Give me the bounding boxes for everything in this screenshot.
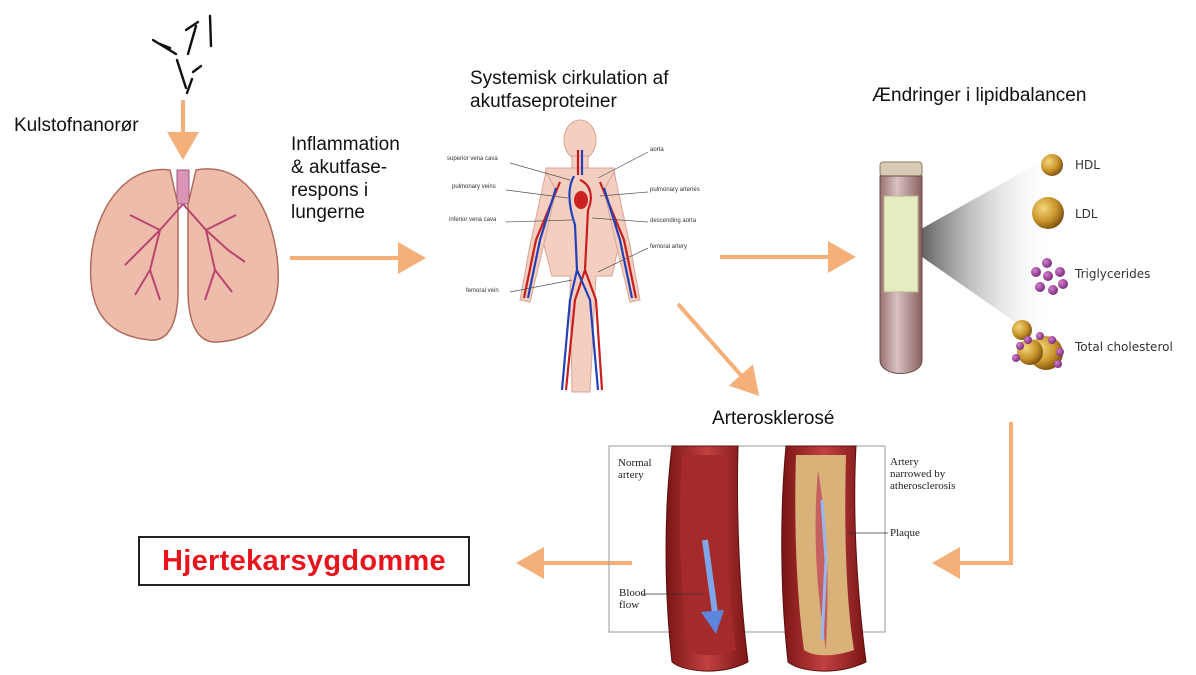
annotation-pulmonary-veins: pulmonary veins bbox=[452, 184, 496, 190]
annotation-femoral-vein: femoral vein bbox=[466, 288, 499, 294]
legend-hdl: HDL bbox=[1075, 158, 1100, 172]
blood-flow-label: Blood flow bbox=[619, 587, 646, 611]
plaque-label: Plaque bbox=[890, 527, 920, 539]
arrow-circulation-to-atherosclerosis bbox=[678, 304, 754, 390]
annotation-superior-vena-cava: superior vena cava bbox=[447, 156, 498, 162]
atherosclerosis-label: Arterosklerosé bbox=[712, 408, 835, 430]
narrowed-artery-label: Artery narrowed by atherosclerosis bbox=[890, 456, 955, 492]
normal-artery-label: Normal artery bbox=[618, 457, 652, 481]
annotation-femoral-artery: femoral artery bbox=[650, 244, 687, 250]
nanotubes-icon bbox=[153, 16, 211, 93]
circulation-label: Systemisk cirkulation af akutfaseprotein… bbox=[470, 68, 669, 114]
outcome-box: Hjertekarsygdomme bbox=[138, 536, 470, 586]
outcome-label: Hjertekarsygdomme bbox=[162, 545, 446, 578]
annotation-aorta: aorta bbox=[650, 147, 664, 153]
lungs-illustration bbox=[91, 169, 279, 342]
lipids-title: Ændringer i lipidbalancen bbox=[872, 85, 1086, 107]
hdl-icon bbox=[1041, 154, 1063, 176]
circulation-body-illustration bbox=[506, 120, 648, 392]
legend-ldl: LDL bbox=[1075, 207, 1098, 221]
annotation-pulmonary-arteries: pulmonary arteries bbox=[650, 187, 700, 193]
ldl-icon bbox=[1032, 197, 1064, 229]
inflammation-label: Inflammation & akutfase- respons i lunge… bbox=[291, 134, 400, 225]
annotation-inferior-vena-cava: inferior vena cava bbox=[449, 217, 496, 223]
legend-total-cholesterol: Total cholesterol bbox=[1075, 340, 1173, 354]
nanotubes-label: Kulstofnanorør bbox=[14, 115, 139, 137]
arrow-lipids-to-artery bbox=[940, 422, 1011, 563]
legend-triglycerides: Triglycerides bbox=[1075, 267, 1150, 281]
annotation-descending-aorta: descending aorta bbox=[650, 218, 696, 224]
